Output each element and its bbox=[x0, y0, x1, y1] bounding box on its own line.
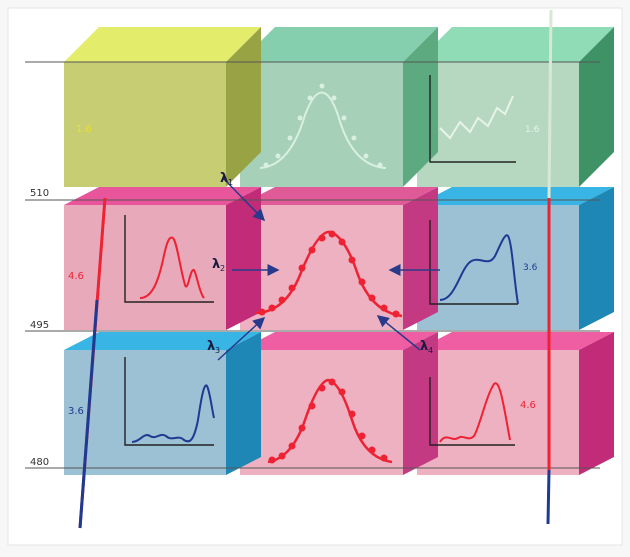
lambda1-label: λ 1 bbox=[220, 171, 233, 187]
label-blue-left: 3.6 bbox=[68, 406, 84, 417]
svg-text:λ: λ bbox=[207, 339, 215, 354]
svg-text:2: 2 bbox=[220, 264, 225, 273]
cube-side-pink-left bbox=[226, 187, 261, 330]
blue-axis-line-right bbox=[546, 469, 551, 525]
cube-side-yellow bbox=[226, 27, 261, 187]
pink-left-mini-chart bbox=[124, 215, 214, 303]
lambda4-label: λ 4 bbox=[420, 339, 433, 355]
label-green-right: 1.6 bbox=[525, 125, 540, 135]
lambda2-label: λ 2 bbox=[212, 257, 225, 273]
cube-side-pink-bottom-right bbox=[579, 332, 614, 475]
label-blue-right: 3.6 bbox=[523, 263, 538, 273]
svg-text:4: 4 bbox=[428, 346, 433, 355]
cube-top-pink-bottom-right bbox=[417, 332, 614, 350]
cube-top-green bbox=[240, 27, 438, 62]
cube-side-pink-center bbox=[403, 187, 438, 330]
lambda3-arrow bbox=[217, 316, 266, 361]
axis-label-495: 495 bbox=[30, 320, 49, 331]
center-red-gaussian bbox=[255, 230, 403, 318]
green-right-mini-chart: 1.6 bbox=[429, 75, 540, 163]
cube-side-pink-bottom bbox=[403, 332, 438, 475]
label-red-left: 4.6 bbox=[68, 271, 84, 282]
cube-top-yellow bbox=[64, 27, 261, 62]
cube-yellow bbox=[64, 62, 226, 187]
blue-axis-line-left bbox=[78, 299, 99, 529]
cube-top-pink-bottom bbox=[240, 332, 438, 350]
lambda1-arrow bbox=[222, 177, 266, 222]
lambda3-label: λ 3 bbox=[207, 339, 220, 355]
pale-axis-line-right bbox=[547, 9, 553, 201]
label-red-right: 4.6 bbox=[520, 400, 536, 411]
cube-top-blue-left bbox=[64, 332, 261, 350]
cube-side-green bbox=[403, 27, 438, 187]
cube-top-green-right bbox=[417, 27, 614, 62]
cube-pink-bottom bbox=[240, 350, 403, 475]
cube-pink-left bbox=[64, 205, 226, 330]
cube-pink-bottom-right bbox=[417, 350, 579, 475]
svg-text:λ: λ bbox=[220, 171, 228, 186]
pink-right-mini-chart bbox=[429, 377, 515, 446]
pale-gaussian-curve bbox=[259, 83, 387, 169]
svg-text:λ: λ bbox=[420, 339, 428, 354]
cube-side-green-right bbox=[579, 27, 614, 187]
svg-text:3: 3 bbox=[215, 346, 220, 355]
blue-right-mini-chart bbox=[429, 220, 519, 305]
bottom-red-gaussian bbox=[267, 378, 393, 464]
label-yellow: 1.6 bbox=[76, 124, 92, 135]
axis-label-480: 480 bbox=[30, 457, 49, 468]
cube-side-blue-right bbox=[579, 187, 614, 330]
svg-text:1: 1 bbox=[228, 178, 233, 187]
cube-pink-center bbox=[240, 205, 403, 330]
axis-label-510: 510 bbox=[30, 188, 49, 199]
cube-green-right bbox=[417, 62, 579, 187]
cube-blue-right bbox=[417, 205, 579, 330]
svg-text:λ: λ bbox=[212, 257, 220, 272]
blue-left-mini-chart bbox=[124, 357, 215, 446]
cube-side-blue-left bbox=[226, 332, 261, 475]
lambda4-arrow bbox=[376, 315, 421, 351]
